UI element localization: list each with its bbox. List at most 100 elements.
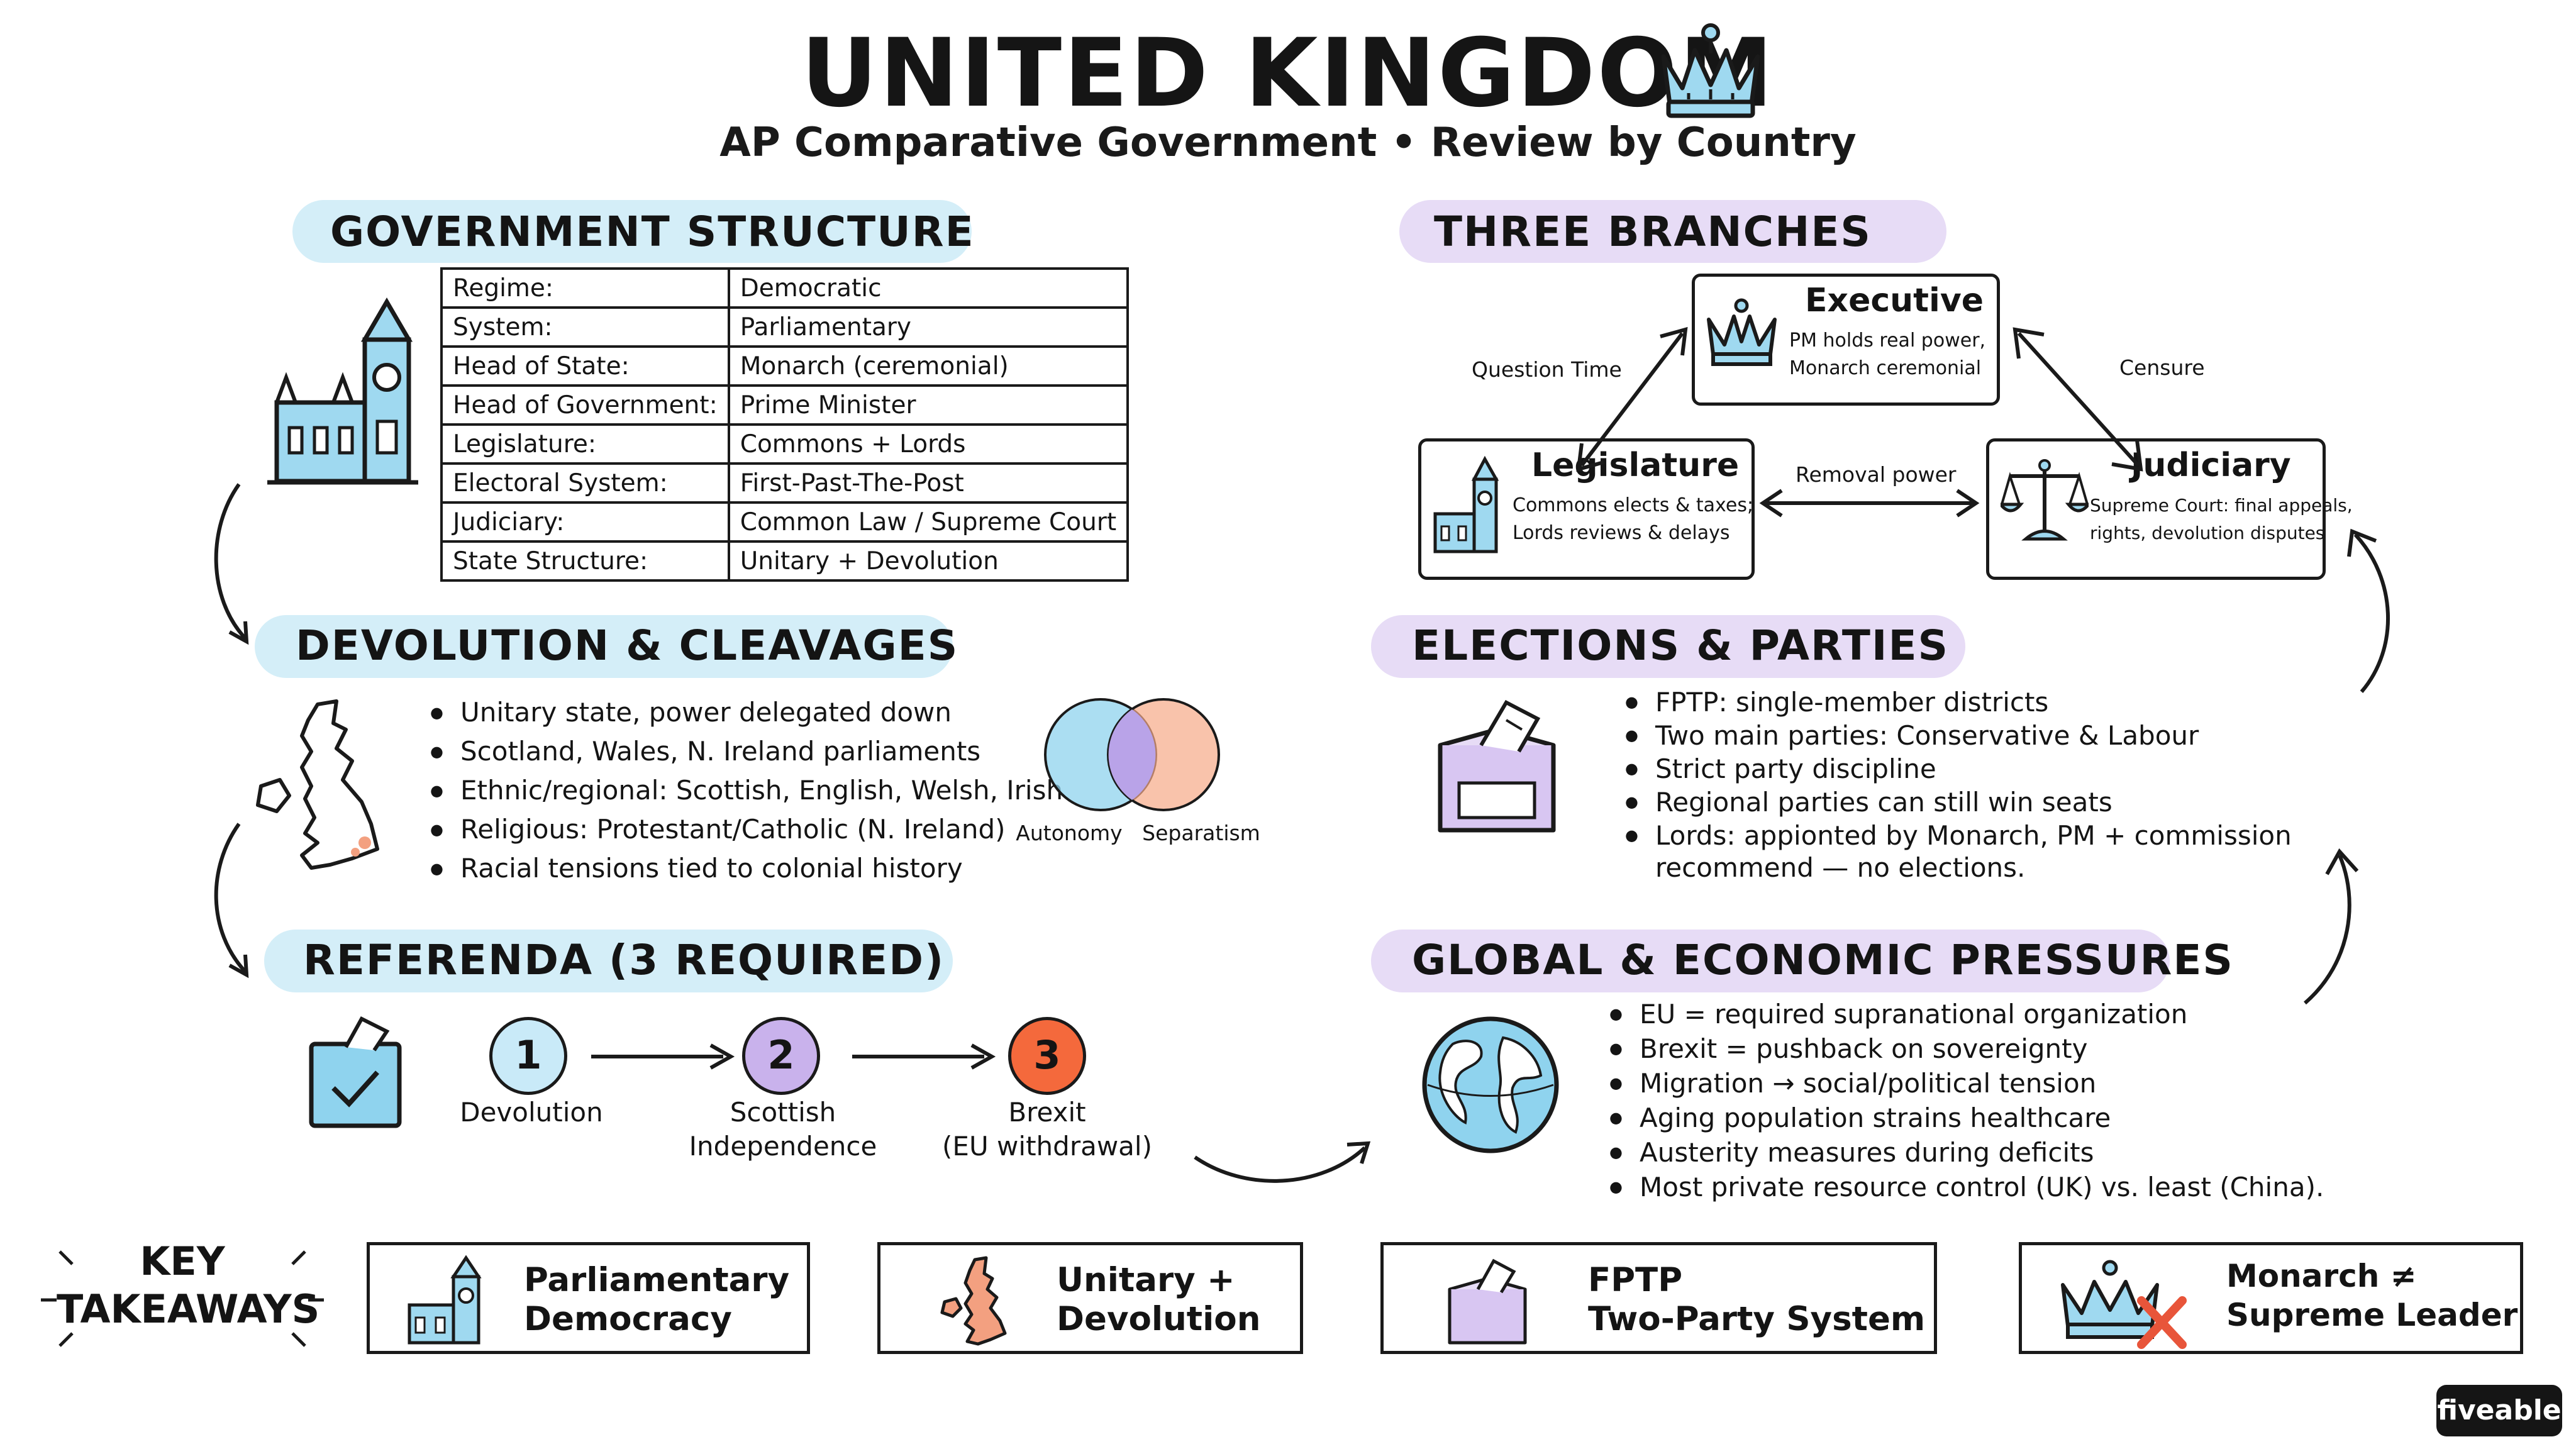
parliament-building-icon <box>267 297 418 485</box>
section-title-three-branches: THREE BRANCHES <box>1434 208 1872 256</box>
takeaway-card-unitary-devolution: Unitary +Devolution <box>877 1242 1303 1354</box>
list-item: FPTP: single-member districts <box>1625 686 2292 719</box>
step-label-devolution: Devolution <box>460 1097 603 1128</box>
judiciary-branch-box: Judiciary Supreme Court: final appeals,r… <box>1986 438 2353 580</box>
table-row: Head of Government:Prime Minister <box>440 384 1130 426</box>
parliament-building-icon <box>1433 455 1499 553</box>
table-row: Head of State:Monarch (ceremonial) <box>440 345 1130 387</box>
table-cell-key: Regime: <box>440 267 730 309</box>
table-cell-value: First-Past-The-Post <box>727 462 1130 504</box>
legislature-title: Legislature <box>1531 447 1740 484</box>
curved-arrow-icon <box>214 483 249 645</box>
section-title-global: GLOBAL & ECONOMIC PRESSURES <box>1412 936 2234 984</box>
crown-icon <box>1661 23 1760 118</box>
list-item: Regional parties can still win seats <box>1625 786 2292 819</box>
curved-arrow-icon <box>214 823 249 979</box>
section-title-devolution: DEVOLUTION & CLEAVAGES <box>296 621 959 670</box>
curved-arrow-icon <box>2347 528 2390 693</box>
section-title-referenda: REFERENDA (3 REQUIRED) <box>303 936 945 984</box>
uk-map-icon <box>940 1256 1007 1346</box>
executive-description: PM holds real power,Monarch ceremonial <box>1789 330 1986 379</box>
takeaway-text: Monarch ≠Supreme Leader <box>2226 1258 2518 1333</box>
scales-of-justice-icon <box>2001 459 2089 541</box>
table-cell-key: Judiciary: <box>440 501 730 543</box>
table-row: Judiciary:Common Law / Supreme Court <box>440 501 1130 543</box>
list-item: Most private resource control (UK) vs. l… <box>1609 1170 2324 1204</box>
takeaway-card-monarch: Monarch ≠Supreme Leader <box>2019 1242 2523 1354</box>
list-item: Austerity measures during deficits <box>1609 1135 2324 1170</box>
list-item: Two main parties: Conservative & Labour <box>1625 719 2292 752</box>
step-circle-2: 2 <box>742 1017 820 1095</box>
label-removal-power: Removal power <box>1796 462 1957 487</box>
parliament-building-icon <box>408 1255 482 1345</box>
crown-icon <box>1707 298 1777 366</box>
section-highlight <box>1399 200 1946 263</box>
list-item: Lords: appionted by Monarch, PM + commis… <box>1625 819 2292 852</box>
elections-bullet-continuation: recommend — no elections. <box>1655 852 2026 883</box>
table-row: Regime:Democratic <box>440 267 1130 309</box>
table-cell-key: Legislature: <box>440 423 730 465</box>
judiciary-title: Judiciary <box>2131 447 2291 484</box>
list-item: Scotland, Wales, N. Ireland parliaments <box>430 732 1063 771</box>
section-title-elections: ELECTIONS & PARTIES <box>1412 621 1950 670</box>
crown-crossed-icon <box>2061 1260 2187 1349</box>
table-row: Legislature:Commons + Lords <box>440 423 1130 465</box>
venn-diagram <box>1044 698 1220 811</box>
curved-arrow-icon <box>2304 848 2359 1005</box>
section-title-government-structure: GOVERNMENT STRUCTURE <box>330 208 975 256</box>
table-row: State Structure:Unitary + Devolution <box>440 540 1130 582</box>
executive-branch-box: Executive PM holds real power,Monarch ce… <box>1692 274 2000 406</box>
label-censure: Censure <box>2119 355 2205 380</box>
table-cell-key: System: <box>440 306 730 348</box>
arrow-right-icon <box>852 1043 996 1070</box>
table-cell-value: Prime Minister <box>727 384 1130 426</box>
section-highlight <box>1371 615 1965 678</box>
list-item: Racial tensions tied to colonial history <box>430 849 1063 888</box>
curved-arrow-icon <box>1194 1141 1371 1183</box>
table-cell-value: Common Law / Supreme Court <box>727 501 1130 543</box>
venn-label-separatism: Separatism <box>1142 821 1260 845</box>
list-item: Ethnic/regional: Scottish, English, Wels… <box>430 771 1063 810</box>
table-cell-key: Head of Government: <box>440 384 730 426</box>
page-subtitle: AP Comparative Government • Review by Co… <box>719 119 1857 166</box>
emphasis-lines-icon <box>41 1250 324 1347</box>
section-highlight <box>1371 930 2170 992</box>
step-circle-3: 3 <box>1008 1017 1086 1095</box>
step-label-brexit: Brexit(EU withdrawal) <box>942 1097 1152 1162</box>
list-item: Unitary state, power delegated down <box>430 693 1063 732</box>
globe-icon <box>1422 1016 1559 1153</box>
table-cell-key: Electoral System: <box>440 462 730 504</box>
list-item: Aging population strains healthcare <box>1609 1101 2324 1135</box>
page-title: UNITED KINGDOM <box>801 19 1775 128</box>
table-cell-key: State Structure: <box>440 540 730 582</box>
uk-map-icon <box>256 699 379 870</box>
judiciary-description: Supreme Court: final appeals,rights, dev… <box>2090 495 2353 543</box>
ballot-box-check-icon <box>309 1016 402 1128</box>
list-item: Brexit = pushback on sovereignty <box>1609 1031 2324 1066</box>
table-row: System:Parliamentary <box>440 306 1130 348</box>
section-highlight <box>255 615 953 678</box>
venn-label-autonomy: Autonomy <box>1016 821 1123 845</box>
section-highlight <box>292 200 972 263</box>
list-item: Strict party discipline <box>1625 752 2292 786</box>
executive-title: Executive <box>1805 282 1984 319</box>
elections-bullet-list: FPTP: single-member districtsTwo main pa… <box>1623 686 2292 852</box>
table-cell-key: Head of State: <box>440 345 730 387</box>
table-cell-value: Democratic <box>727 267 1130 309</box>
double-arrow-icon <box>1759 489 1980 518</box>
list-item: Religious: Protestant/Catholic (N. Irela… <box>430 810 1063 849</box>
devolution-bullet-list: Unitary state, power delegated downScotl… <box>428 693 1063 888</box>
list-item: EU = required supranational organization <box>1609 997 2324 1031</box>
table-row: Electoral System:First-Past-The-Post <box>440 462 1130 504</box>
global-bullet-list: EU = required supranational organization… <box>1607 997 2324 1204</box>
list-item: Migration → social/political tension <box>1609 1066 2324 1101</box>
fiveable-logo: fiveable <box>2436 1385 2562 1436</box>
ballot-box-icon <box>1448 1258 1527 1345</box>
table-cell-value: Monarch (ceremonial) <box>727 345 1130 387</box>
